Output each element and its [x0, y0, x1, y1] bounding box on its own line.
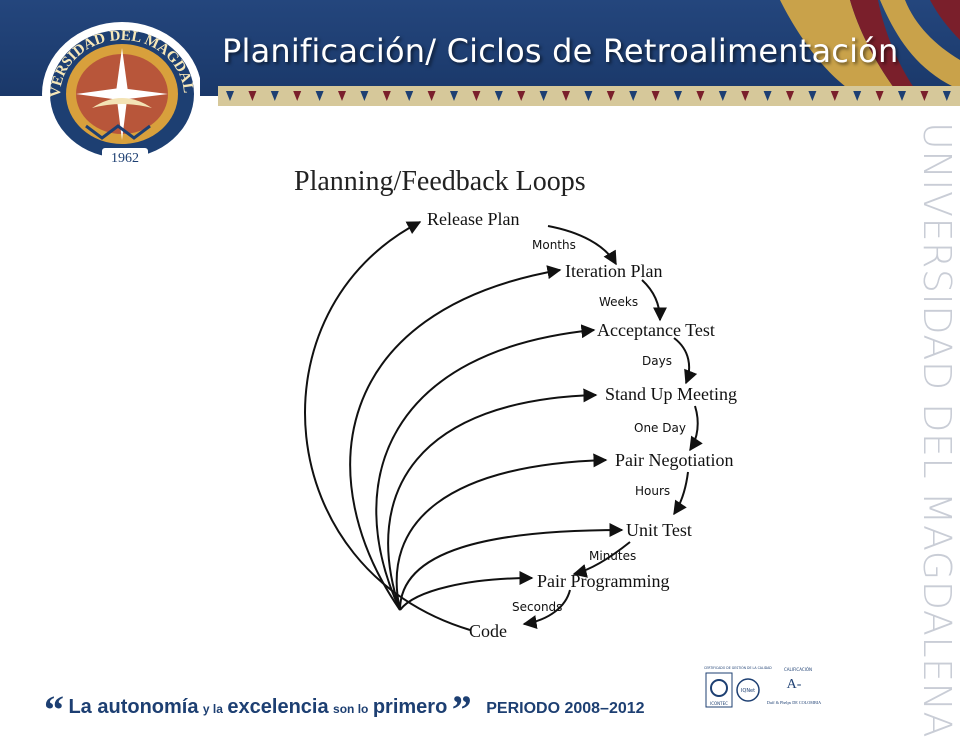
strip-motif-mark	[270, 91, 279, 101]
interval-hours: Hours	[635, 484, 670, 498]
interval-days: Days	[642, 354, 672, 368]
icontec-icon	[710, 679, 728, 697]
loop-arc-acceptance-test	[375, 324, 596, 611]
university-seal-logo: UNIVERSIDAD DEL MAGDALENA 1962	[30, 8, 200, 166]
footer-slogan: “ La autonomía y la excelencia son lo pr…	[44, 676, 645, 732]
strip-motif-mark	[248, 91, 257, 101]
cert1-text: CERTIFICADO DE GESTIÓN DE LA CALIDAD	[704, 665, 772, 670]
strip-motif-mark	[718, 91, 727, 101]
strip-motif-mark	[539, 91, 548, 101]
strip-motif-mark	[696, 91, 705, 101]
strip-motif-mark	[360, 91, 369, 101]
strip-motif-mark	[584, 91, 593, 101]
loop-arc-pair-negotiation	[395, 453, 608, 611]
forward-arrow-hours	[673, 471, 689, 516]
node-unit-test: Unit Test	[626, 520, 692, 540]
strip-motif-mark	[786, 91, 794, 101]
interval-months: Months	[532, 238, 576, 252]
strip-motif-mark	[226, 91, 234, 101]
strip-motif-mark	[920, 91, 929, 101]
forward-arrow-months	[547, 225, 617, 266]
iqnet-icon	[736, 678, 760, 702]
cert2-org: IQNet	[741, 688, 755, 694]
interval-one-day: One Day	[634, 421, 686, 435]
certification-logos: CERTIFICADO DE GESTIÓN DE LA CALIDAD ICO…	[704, 665, 821, 708]
header-gold-swoosh	[780, 0, 960, 96]
loop-arc-unit-test	[399, 523, 624, 611]
slogan-primero: primero	[372, 696, 448, 718]
rating-agency: Duff & Phelps DE COLOMBIA	[767, 700, 821, 705]
strip-motif-mark	[651, 91, 660, 101]
slide-title: Planificación/ Ciclos de Retroalimentaci…	[222, 32, 899, 70]
loop-arc-pair-programming	[399, 571, 534, 611]
close-quote: ”	[451, 687, 472, 732]
forward-arrow-days	[673, 337, 698, 385]
node-iteration-plan: Iteration Plan	[565, 261, 662, 281]
strip-motif-mark	[315, 91, 324, 101]
strip-motif-mark	[293, 91, 302, 101]
strip-motif-mark	[763, 91, 772, 101]
strip-motif-mark	[830, 91, 839, 101]
node-code: Code	[469, 621, 507, 641]
strip-motif-mark	[741, 91, 750, 101]
strip-motif-mark	[405, 91, 414, 101]
loop-arc-release-plan	[304, 221, 471, 631]
node-release-plan: Release Plan	[427, 209, 519, 229]
strip-motif-mark	[808, 91, 817, 101]
strip-motif-mark	[450, 91, 458, 101]
header-decorative-strip	[218, 86, 960, 106]
strip-motif-mark	[629, 91, 638, 101]
period-label: PERIODO 2008–2012	[486, 700, 645, 717]
diagram-title: Planning/Feedback Loops	[294, 166, 586, 197]
interval-minutes: Minutes	[589, 549, 636, 563]
strip-motif-mark	[472, 91, 481, 101]
interval-weeks: Weeks	[599, 295, 638, 309]
vertical-university-watermark: UNIVERSIDAD DEL MAGDALENA	[915, 122, 959, 738]
strip-motif-mark	[562, 91, 570, 101]
node-acceptance-test: Acceptance Test	[597, 320, 715, 340]
strip-motif-mark	[517, 91, 526, 101]
node-stand-up-meeting: Stand Up Meeting	[605, 384, 737, 404]
strip-motif-mark	[853, 91, 862, 101]
cert1-org: ICONTEC	[710, 701, 728, 706]
forward-arrow-one-day	[689, 405, 703, 452]
planning-feedback-loops-diagram: Planning/Feedback Loops Release Plan Ite…	[294, 166, 737, 641]
strip-motif-mark	[606, 91, 615, 101]
forward-arrow-weeks	[641, 279, 667, 322]
strip-motif-mark	[898, 91, 906, 101]
open-quote: “	[44, 687, 64, 732]
rating-value: A-	[787, 677, 802, 692]
node-pair-programming: Pair Programming	[537, 571, 670, 591]
forward-arrow-seconds	[522, 589, 571, 629]
slogan-y-la: y la	[202, 702, 223, 716]
strip-motif-mark	[674, 91, 682, 101]
slogan-autonomia: La autonomía	[68, 696, 199, 718]
slogan-excelencia: excelencia	[227, 696, 329, 718]
strip-motif-mark	[494, 91, 503, 101]
rating-label: CALIFICACIÓN	[784, 667, 812, 672]
seal-year: 1962	[111, 151, 139, 166]
slogan-son-lo: son lo	[333, 702, 369, 716]
strip-motif-mark	[382, 91, 391, 101]
forward-arrow-minutes	[572, 541, 631, 578]
strip-motif-mark	[427, 91, 436, 101]
interval-seconds: Seconds	[512, 600, 562, 614]
strip-motif-mark	[875, 91, 884, 101]
node-pair-negotiation: Pair Negotiation	[615, 450, 733, 470]
strip-motif-mark	[942, 91, 951, 101]
loop-arc-stand-up	[387, 388, 598, 611]
strip-motif-mark	[338, 91, 346, 101]
loop-arc-iteration-plan	[349, 265, 562, 611]
